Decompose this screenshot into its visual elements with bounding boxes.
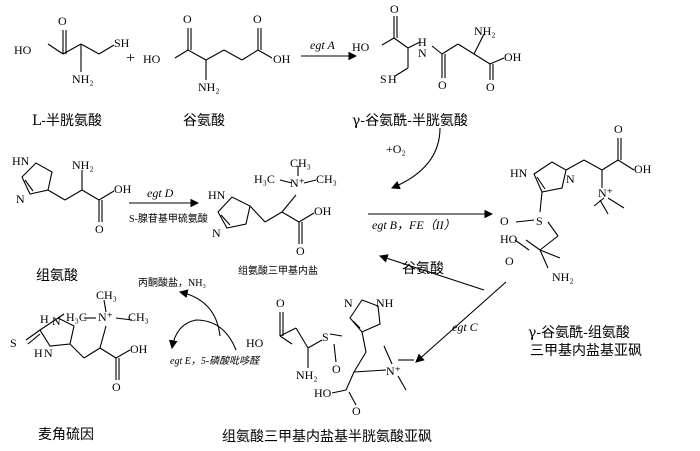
glutamate-structure xyxy=(174,28,273,80)
cysteine-ho: HO xyxy=(14,43,32,57)
ergo-s: S xyxy=(10,336,17,350)
egtC-label: egt C xyxy=(452,320,478,334)
ergothioneine-name: 麦角硫因 xyxy=(38,427,94,443)
hcs-o2: O xyxy=(352,404,361,418)
glutamate-release-label: 谷氨酸 xyxy=(402,261,444,277)
ergo-ch3-right: CH₃ xyxy=(128,310,149,324)
glutamate-o1: O xyxy=(183,12,192,26)
his-nh2: NH₂ xyxy=(72,158,94,172)
gamma-glu-cys-structure xyxy=(381,16,505,80)
ergo-h3c: H₃C xyxy=(66,310,87,324)
ghs-nplus: N⁺ xyxy=(598,186,613,200)
his-o: O xyxy=(95,222,104,236)
herc-hn: HN xyxy=(208,188,226,202)
hercynine-name: 组氨酸三甲基内盐 xyxy=(238,266,318,277)
hcs-o-sulfoxide: O xyxy=(332,362,341,376)
egtD-cofactor: S-腺苷基甲硫氨酸 xyxy=(129,214,208,225)
egtE-products: 丙酮酸盐，NH₃ xyxy=(138,278,206,289)
histidine-name: 组氨酸 xyxy=(36,268,78,284)
glutamate-oh: OH xyxy=(273,52,291,66)
egtB-label: egt B，FE（II） xyxy=(372,216,456,233)
hcs-ho: HO xyxy=(246,336,264,350)
ghs-s: S xyxy=(536,214,543,228)
ggc-oh: OH xyxy=(504,50,522,64)
egtB-enzyme: egt B，FE（II） xyxy=(372,218,456,232)
ghs-hn: HN xyxy=(510,166,528,180)
ghs-name-line2: 三甲基内盐基亚砜 xyxy=(530,343,642,359)
ghs-oh: OH xyxy=(634,162,652,176)
ghs-n: N xyxy=(566,172,575,186)
ghs-nh2: NH₂ xyxy=(552,270,574,284)
ergo-n-bottom: N xyxy=(44,346,53,360)
ggc-h: H xyxy=(418,35,427,49)
ergo-h-top: H xyxy=(40,312,49,326)
glutamate-nh2: NH₂ xyxy=(198,80,220,94)
histidine-structure xyxy=(21,162,115,222)
ghs-o: O xyxy=(614,122,623,136)
his-hn: HN xyxy=(12,154,30,168)
ggc-o2: O xyxy=(438,78,447,92)
hercynyl-cysteine-sulfoxide-structure xyxy=(279,299,414,406)
his-n: N xyxy=(16,192,25,206)
oxygen-arrow xyxy=(390,127,441,190)
gamma-glu-cys-name: γ-谷氨酰-半胱氨酸 xyxy=(352,113,468,129)
side-product-arrow xyxy=(178,289,221,337)
hcs-nh2: NH₂ xyxy=(296,368,318,382)
ergo-h-bottom: H xyxy=(34,346,43,360)
egtE-arrow xyxy=(168,319,237,351)
ergo-ch3-top: CH₃ xyxy=(96,288,117,302)
ergo-oh: OH xyxy=(130,342,148,356)
cysteine-nh2: NH₂ xyxy=(72,72,94,86)
herc-o: O xyxy=(296,244,305,258)
glutamate-release-arrow xyxy=(378,254,485,291)
ergo-nplus: N⁺ xyxy=(98,310,113,324)
egtD-label: egt D xyxy=(147,186,174,200)
ggc-sh-h: H xyxy=(388,72,397,86)
herc-ch3-right: CH₃ xyxy=(316,172,337,186)
hcs-o: O xyxy=(276,296,285,310)
herc-h3c: H₃C xyxy=(254,172,275,186)
ggc-ho: HO xyxy=(352,40,370,54)
ghs-o-sulfoxide: O xyxy=(500,214,509,228)
cysteine-structure xyxy=(47,30,115,72)
ggc-o1: O xyxy=(390,2,399,16)
egtA-label: egt A xyxy=(310,38,335,52)
ghs-o2: O xyxy=(505,254,514,268)
glutamate-name: 谷氨酸 xyxy=(183,113,225,129)
herc-nplus: N⁺ xyxy=(290,176,305,190)
egtE-label: egt E，5-磷酸吡哆醛 xyxy=(170,356,260,367)
glutamate-o2: O xyxy=(253,12,262,26)
oxygen-label: +O₂ xyxy=(386,142,406,156)
ergothioneine-structure xyxy=(25,299,133,380)
hcs-nh: NH xyxy=(376,296,394,310)
ghs-ho: HO xyxy=(500,232,518,246)
hcs-n: N xyxy=(344,296,353,310)
his-oh: OH xyxy=(114,182,132,196)
cysteine-sh: SH xyxy=(114,36,130,50)
cysteine-o: O xyxy=(58,14,67,28)
cysteine-name: L-半胱氨酸 xyxy=(32,113,103,129)
hercynyl-cysteine-sulfoxide-name: 组氨酸三甲基内盐基半胱氨酸亚砜 xyxy=(222,429,432,445)
hcs-nplus: N⁺ xyxy=(386,364,401,378)
egtC-arrow xyxy=(415,281,507,363)
ergo-n-top: N xyxy=(52,314,61,328)
hercynine-structure xyxy=(217,166,317,244)
ggc-n: N xyxy=(418,46,427,60)
ggc-o3: O xyxy=(486,80,495,94)
herc-ch3-top: CH₃ xyxy=(290,156,311,170)
plus-sign: + xyxy=(126,50,136,67)
glutamate-ho: HO xyxy=(143,52,161,66)
herc-n: N xyxy=(212,226,221,240)
gamma-glu-hercynyl-sulfoxide-structure xyxy=(514,138,635,269)
hcs-ho2: HO xyxy=(314,386,332,400)
hcs-s: S xyxy=(322,330,329,344)
herc-oh: OH xyxy=(314,204,332,218)
ghs-name-line1: γ-谷氨酰-组氨酸 xyxy=(528,325,630,341)
ggc-s: S xyxy=(380,72,387,86)
ergo-o: O xyxy=(112,380,121,394)
ggc-nh2: NH₂ xyxy=(474,24,496,38)
